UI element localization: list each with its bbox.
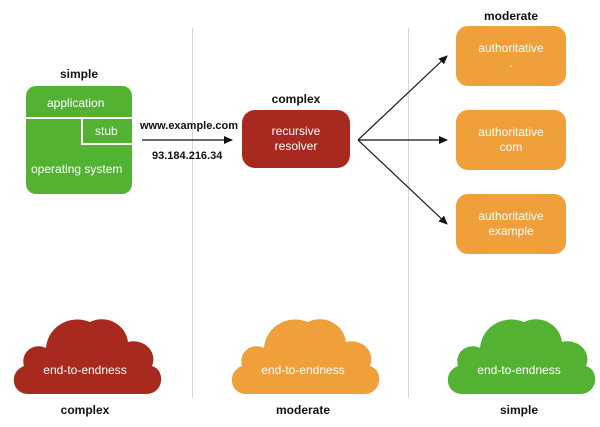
stub-divider-horizontal xyxy=(81,143,132,145)
arrow-to-example xyxy=(357,139,448,225)
cloud-complex-caption: complex xyxy=(60,403,110,417)
cloud-moderate xyxy=(231,319,380,394)
column-divider-left xyxy=(192,28,193,398)
client-complexity-label: simple xyxy=(59,67,98,81)
authoritative-root-line1: authoritative xyxy=(478,41,544,55)
resolver-complexity-label: complex xyxy=(271,92,321,106)
authoritative-com-line1: authoritative xyxy=(478,125,544,139)
application-label: application xyxy=(47,96,105,110)
authoritative-example-box: authoritative example xyxy=(456,194,566,254)
stub-label: stub xyxy=(95,124,118,138)
authoritative-root-line2: . xyxy=(509,56,513,70)
authoritative-example-line1: authoritative xyxy=(478,209,544,223)
cloud-simple-caption: simple xyxy=(499,403,538,417)
authoritative-com-line2: com xyxy=(499,140,523,154)
cloud-simple xyxy=(447,319,596,394)
cloud-moderate-caption: moderate xyxy=(275,403,331,417)
authoritative-complexity-label: moderate xyxy=(483,9,539,23)
operating-system-label: operating system xyxy=(31,162,123,176)
authoritative-root-box: authoritative . xyxy=(456,26,566,86)
arrow-to-root xyxy=(357,55,448,141)
stub-divider-vertical xyxy=(81,117,83,144)
authoritative-com-box: authoritative com xyxy=(456,110,566,170)
query-domain: www.example.com xyxy=(140,120,239,132)
recursive-resolver-box: recursive resolver xyxy=(242,110,350,168)
cloud-simple-text: end-to-endness xyxy=(477,363,561,377)
column-divider-right xyxy=(408,28,409,398)
resolver-line2: resolver xyxy=(274,139,318,153)
application-divider xyxy=(26,117,132,119)
cloud-complex-text: end-to-endness xyxy=(43,363,127,377)
resolver-line1: recursive xyxy=(271,124,321,138)
query-ip: 93.184.216.34 xyxy=(152,150,223,162)
authoritative-example-line2: example xyxy=(488,224,534,238)
cloud-complex xyxy=(13,319,162,394)
client-stack: application stub operating system xyxy=(26,86,132,194)
cloud-moderate-text: end-to-endness xyxy=(261,363,345,377)
